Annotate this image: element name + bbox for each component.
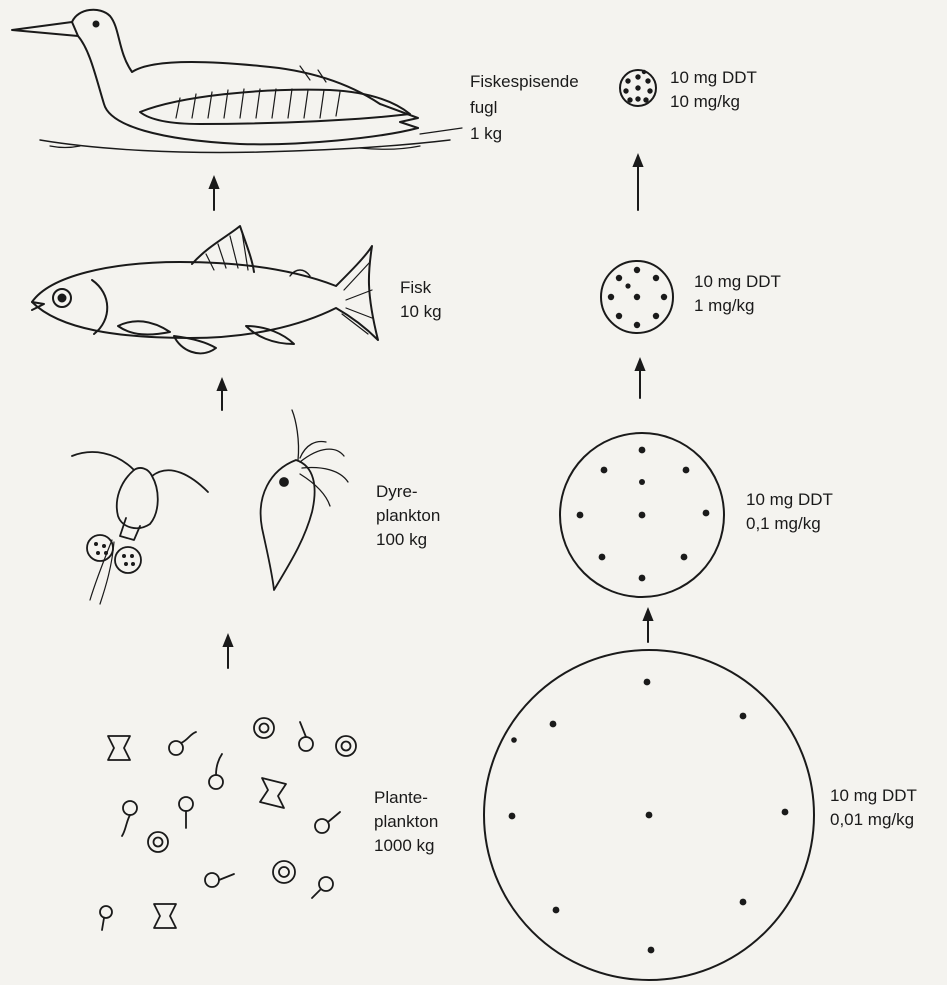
phytoplankton-ddt-concentration: 0,01 mg/kg [830, 810, 914, 830]
fish-label: Fisk [400, 278, 431, 298]
fish-ddt-amount: 10 mg DDT [694, 272, 781, 292]
right-arrows [638, 160, 648, 642]
zooplankton-label-line1: Dyre- [376, 482, 418, 502]
fish-icon [32, 226, 378, 353]
ddt-circle-zooplankton [560, 433, 724, 597]
ddt-circle-bird [620, 70, 656, 106]
ddt-circle-fish [601, 261, 673, 333]
phytoplankton-ddt-amount: 10 mg DDT [830, 786, 917, 806]
phytoplankton-mass: 1000 kg [374, 836, 435, 856]
zooplankton-ddt-concentration: 0,1 mg/kg [746, 514, 821, 534]
phytoplankton-label-line1: Plante- [374, 788, 428, 808]
loon-bird-icon [12, 10, 462, 153]
zooplankton-icon [72, 410, 348, 604]
zooplankton-label-line2: plankton [376, 506, 440, 526]
bird-ddt-amount: 10 mg DDT [670, 68, 757, 88]
bird-label-line1: Fiskespisende [470, 72, 579, 92]
zooplankton-mass: 100 kg [376, 530, 427, 550]
fish-ddt-concentration: 1 mg/kg [694, 296, 754, 316]
phytoplankton-icon [100, 718, 356, 930]
bird-ddt-concentration: 10 mg/kg [670, 92, 740, 112]
ddt-circle-phytoplankton [484, 650, 814, 980]
bird-mass: 1 kg [470, 124, 502, 144]
fish-mass: 10 kg [400, 302, 442, 322]
left-arrows [214, 182, 228, 668]
bird-label-line2: fugl [470, 98, 497, 118]
zooplankton-ddt-amount: 10 mg DDT [746, 490, 833, 510]
phytoplankton-label-line2: plankton [374, 812, 438, 832]
